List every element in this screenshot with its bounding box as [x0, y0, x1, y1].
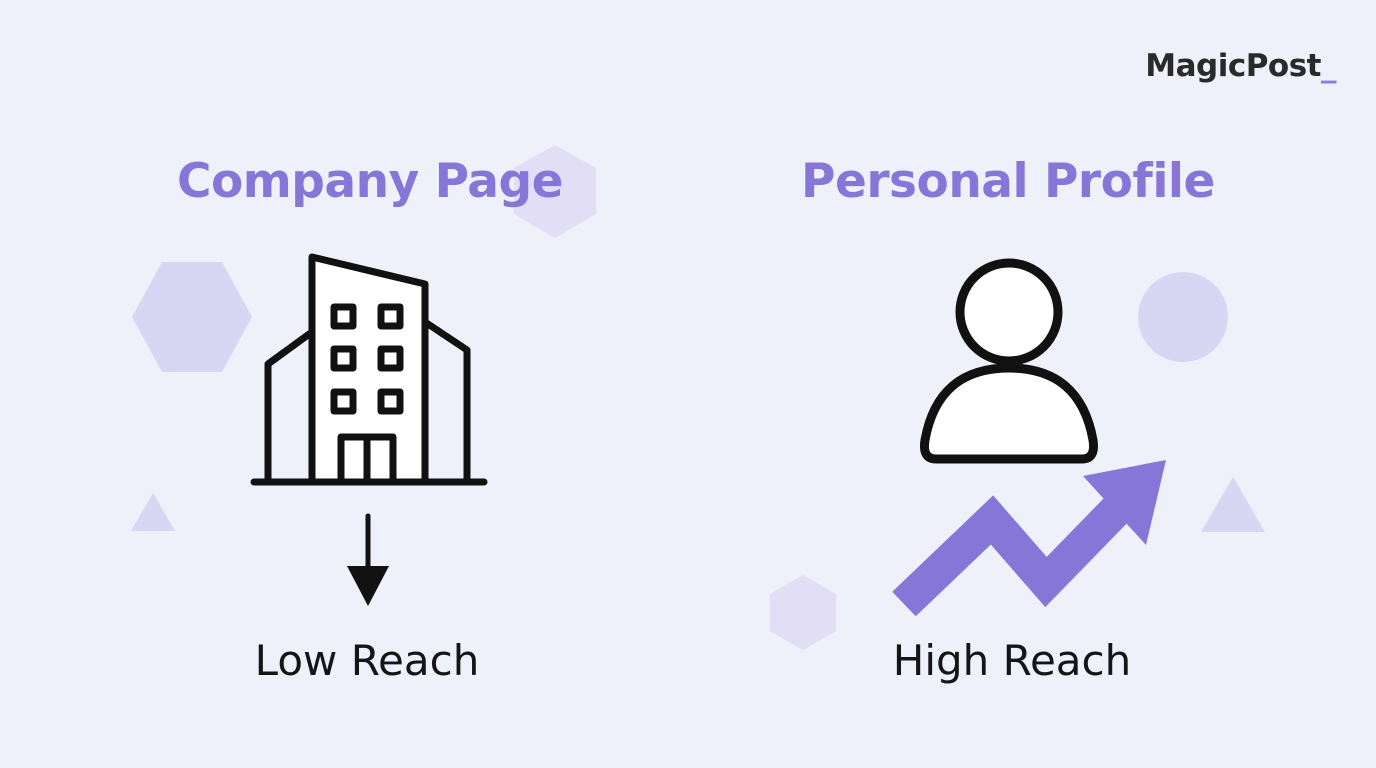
decor-hexagon-title	[514, 145, 596, 238]
decor-triangle-right	[1201, 477, 1265, 532]
decor-hexagon-bottom	[770, 575, 836, 650]
building-icon	[250, 253, 488, 486]
person-icon	[920, 258, 1098, 464]
trend-up-arrow-icon	[892, 460, 1166, 617]
high-reach-label: High Reach	[892, 636, 1132, 685]
arrow-down-icon	[347, 513, 389, 606]
personal-profile-title: Personal Profile	[801, 154, 1215, 209]
brand-name: MagicPost	[1145, 48, 1321, 84]
brand-logo: MagicPost_	[1100, 48, 1336, 84]
decor-circle-right	[1138, 272, 1228, 362]
company-page-title: Company Page	[177, 154, 564, 209]
decor-triangle-left	[131, 493, 175, 531]
decor-hexagon-left	[132, 262, 252, 372]
low-reach-label: Low Reach	[254, 636, 480, 685]
brand-cursor: _	[1321, 48, 1337, 84]
